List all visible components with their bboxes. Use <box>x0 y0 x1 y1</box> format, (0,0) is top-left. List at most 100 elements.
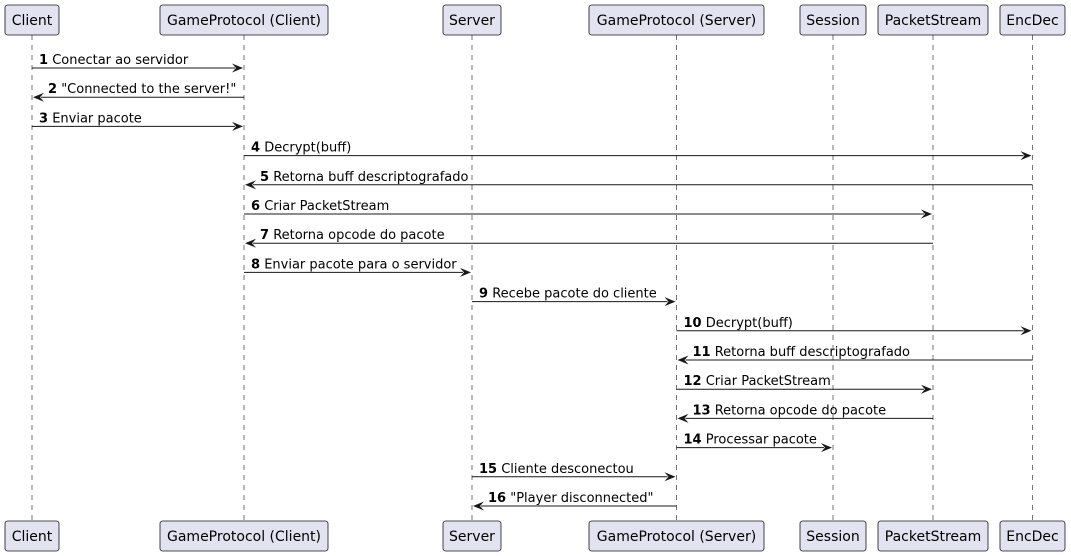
message-label: 12 Criar PacketStream <box>684 374 831 389</box>
message-13[interactable]: 13 Retorna opcode do pacote <box>677 403 934 423</box>
message-number: 1 <box>39 53 48 68</box>
message-text: Recebe pacote do cliente <box>492 287 657 302</box>
participant-client-bottom[interactable]: Client <box>4 520 60 552</box>
participant-box <box>4 520 60 552</box>
message-number: 9 <box>479 287 488 302</box>
participant-gp_server-top[interactable]: GameProtocol (Server) <box>588 4 765 36</box>
message-4[interactable]: 4 Decrypt(buff) <box>244 141 1032 161</box>
arrowhead-icon <box>232 121 243 131</box>
message-label: 3 Enviar pacote <box>39 111 142 126</box>
message-label: 5 Retorna buff descriptografado <box>260 170 469 185</box>
message-label: 9 Recebe pacote do cliente <box>479 287 657 302</box>
message-9[interactable]: 9 Recebe pacote do cliente <box>472 287 676 307</box>
participant-label: Server <box>449 529 495 545</box>
participants-top: Client GameProtocol (Client) Server GamePro… <box>4 4 1066 36</box>
participant-label: Client <box>12 13 53 29</box>
participant-gp_server-bottom[interactable]: GameProtocol (Server) <box>588 520 765 552</box>
participant-box <box>588 520 765 552</box>
message-text: Criar PacketStream <box>264 199 389 214</box>
message-14[interactable]: 14 Processar pacote <box>676 433 833 453</box>
message-label: 1 Conectar ao servidor <box>39 53 189 68</box>
arrowhead-icon <box>664 297 676 307</box>
participant-encdec-top[interactable]: EncDec <box>999 4 1066 36</box>
arrowhead-icon <box>473 501 484 511</box>
message-16[interactable]: 16 "Player disconnected" <box>473 491 677 511</box>
arrowhead-icon <box>460 267 471 277</box>
message-number: 15 <box>479 462 497 477</box>
message-label: 6 Criar PacketStream <box>251 199 389 214</box>
participant-packetstream-bottom[interactable]: PacketStream <box>877 520 989 552</box>
participant-label: Client <box>12 529 53 545</box>
message-label: 8 Enviar pacote para o servidor <box>251 257 457 272</box>
participant-server-bottom[interactable]: Server <box>442 520 502 552</box>
message-text: Retorna buff descriptografado <box>715 345 910 360</box>
message-number: 5 <box>260 170 269 185</box>
participant-session-top[interactable]: Session <box>799 4 867 36</box>
message-number: 12 <box>684 374 702 389</box>
message-text: Retorna buff descriptografado <box>273 170 468 185</box>
participant-label: EncDec <box>1006 13 1059 29</box>
message-number: 11 <box>693 345 711 360</box>
participant-box <box>159 4 329 36</box>
message-number: 10 <box>684 316 702 331</box>
message-text: Enviar pacote <box>52 111 142 126</box>
participant-box <box>442 520 502 552</box>
participant-encdec-bottom[interactable]: EncDec <box>999 520 1066 552</box>
message-text: Conectar ao servidor <box>52 53 189 68</box>
message-text: Processar pacote <box>706 433 817 448</box>
participant-label: EncDec <box>1006 529 1059 545</box>
participant-box <box>877 520 989 552</box>
arrowhead-icon <box>821 443 832 453</box>
message-number: 6 <box>251 199 260 214</box>
participant-packetstream-top[interactable]: PacketStream <box>877 4 989 36</box>
participant-gp_client-top[interactable]: GameProtocol (Client) <box>159 4 329 36</box>
participant-label: PacketStream <box>885 13 981 29</box>
arrowhead-icon <box>921 384 932 394</box>
message-8[interactable]: 8 Enviar pacote para o servidor <box>244 257 471 277</box>
message-number: 4 <box>251 141 260 156</box>
message-label: 4 Decrypt(buff) <box>251 141 351 156</box>
message-label: 11 Retorna buff descriptografado <box>693 345 911 360</box>
message-text: Retorna opcode do pacote <box>715 403 886 418</box>
participant-box <box>999 4 1066 36</box>
message-text: Decrypt(buff) <box>706 316 793 331</box>
participant-session-bottom[interactable]: Session <box>799 520 867 552</box>
message-6[interactable]: 6 Criar PacketStream <box>244 199 932 219</box>
participant-label: GameProtocol (Server) <box>597 13 756 29</box>
participant-box <box>999 520 1066 552</box>
participants-bottom: Client GameProtocol (Client) Server GamePro… <box>4 520 1066 552</box>
message-label: 15 Cliente desconectou <box>479 462 634 477</box>
participant-label: GameProtocol (Client) <box>167 13 321 29</box>
message-12[interactable]: 12 Criar PacketStream <box>676 374 933 394</box>
message-number: 7 <box>260 228 269 243</box>
participant-box <box>442 4 502 36</box>
arrowhead-icon <box>245 180 256 190</box>
message-1[interactable]: 1 Conectar ao servidor <box>32 53 243 73</box>
message-3[interactable]: 3 Enviar pacote <box>32 111 243 131</box>
lifelines <box>31 35 1033 521</box>
message-label: 7 Retorna opcode do pacote <box>260 228 445 243</box>
message-5[interactable]: 5 Retorna buff descriptografado <box>245 170 1033 190</box>
message-15[interactable]: 15 Cliente desconectou <box>472 462 676 482</box>
participant-box <box>159 520 329 552</box>
participant-server-top[interactable]: Server <box>442 4 502 36</box>
message-label: 10 Decrypt(buff) <box>684 316 793 331</box>
participant-box <box>799 520 867 552</box>
message-number: 16 <box>488 491 506 506</box>
message-label: 14 Processar pacote <box>684 433 817 448</box>
message-label: 2 "Connected to the server!" <box>48 82 236 97</box>
participant-label: Session <box>806 13 859 29</box>
arrowhead-icon <box>1020 151 1032 161</box>
participant-label: Session <box>806 529 859 545</box>
messages: 1 Conectar ao servidor 2 "Connected to th… <box>32 53 1033 511</box>
message-text: Decrypt(buff) <box>264 141 351 156</box>
arrowhead-icon <box>921 209 932 219</box>
participant-gp_client-bottom[interactable]: GameProtocol (Client) <box>159 520 329 552</box>
message-10[interactable]: 10 Decrypt(buff) <box>676 316 1032 336</box>
message-11[interactable]: 11 Retorna buff descriptografado <box>677 345 1033 365</box>
participant-label: GameProtocol (Client) <box>167 529 321 545</box>
message-7[interactable]: 7 Retorna opcode do pacote <box>245 228 933 248</box>
participant-label: Server <box>449 13 495 29</box>
message-2[interactable]: 2 "Connected to the server!" <box>33 82 244 102</box>
participant-client-top[interactable]: Client <box>4 4 60 36</box>
